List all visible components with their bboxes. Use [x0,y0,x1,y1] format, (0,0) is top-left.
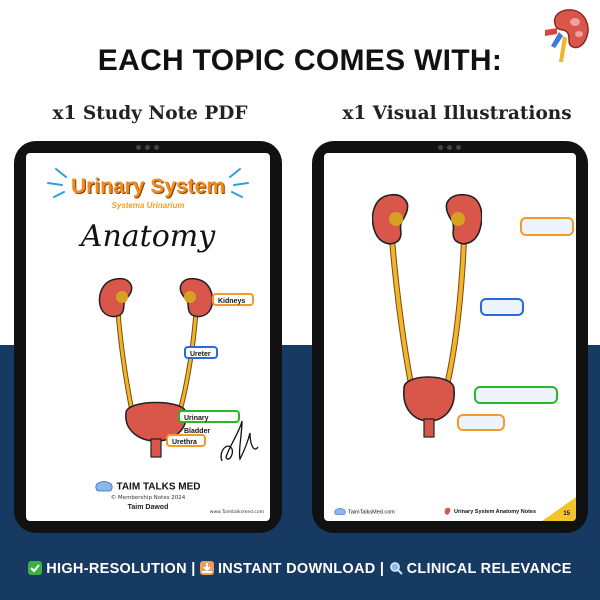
brain-icon [95,481,113,492]
footer-title: Urinary System Anatomy Notes [444,507,536,516]
feature-instant-download: INSTANT DOWNLOAD [217,561,376,577]
separator: | [191,561,196,577]
illustration-page: TaimTalksMed.com Urinary System Anatomy … [324,153,576,521]
urinary-system-diagram [98,277,214,458]
kidney-icon [444,507,451,515]
features-strip: HIGH-RESOLUTION | INSTANT DOWNLOAD | CLI… [0,561,600,577]
urinary-system-illustration [372,193,482,438]
kidney-logo-icon [545,9,589,62]
camera-icon [136,145,160,150]
membership-notes: © Membership Notes 2024 [110,495,186,501]
page-subtitle: Systema Urinarium [111,201,185,210]
camera-icon [438,145,462,150]
kidneys-label: Kidneys [212,293,254,306]
page-number-corner [542,497,576,521]
page-title: Urinary System [70,175,226,198]
brain-icon [334,508,346,515]
left-kidney-icon [372,193,409,245]
feature-high-resolution: HIGH-RESOLUTION [46,561,187,577]
right-kidney-icon [445,193,482,245]
sparkle-rays-icon [47,168,249,198]
label-box-urethra [457,414,505,431]
ureter-label: Ureter [184,346,218,359]
study-note-label: x1 Study Note PDF [52,103,248,124]
page-number: 15 [563,511,570,517]
visual-illustrations-label: x1 Visual Illustrations [342,103,572,124]
website-url: www.Taimtalksmed.com [209,510,264,515]
urethra-label: Urethra [166,434,206,447]
label-box-kidneys [520,217,574,236]
footer-brand: TaimTalksMed.com [334,508,395,516]
left-tablet: Urinary System Systema Urinarium Anatomy… [14,141,282,533]
right-tablet: TaimTalksMed.com Urinary System Anatomy … [312,141,588,533]
bladder-icon [403,376,455,438]
feature-clinical-relevance: CLINICAL RELEVANCE [406,561,572,577]
search-icon [389,561,403,575]
left-kidney-icon [98,277,133,318]
label-box-bladder [474,386,558,404]
headline: EACH TOPIC COMES WITH: [97,44,503,77]
bladder-icon [125,401,187,458]
brand-name: TAIM TALKS MED [26,481,270,493]
study-note-page: Urinary System Systema Urinarium Anatomy… [26,153,270,521]
check-icon [28,561,43,575]
download-icon [199,561,214,575]
label-box-ureter [480,298,524,316]
page-footer: TaimTalksMed.com Urinary System Anatomy … [324,497,576,521]
author-name: Taim Dawod [127,504,169,511]
urinary-bladder-label: Urinary Bladder [178,410,240,435]
signature [220,420,259,462]
page-heading: Anatomy [80,219,216,254]
right-kidney-icon [179,277,214,318]
separator: | [379,561,385,577]
